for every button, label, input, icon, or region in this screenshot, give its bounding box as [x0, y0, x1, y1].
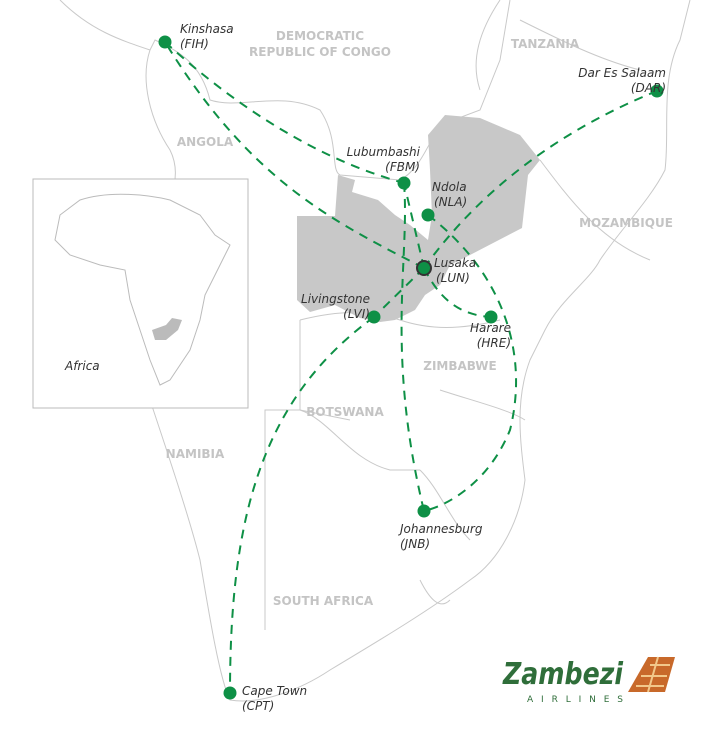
- city-jnb: Johannesburg(JNB): [398, 504, 483, 551]
- city-marker: [421, 208, 435, 222]
- city-code: (LVI): [343, 307, 370, 321]
- city-marker: [158, 35, 172, 49]
- city-marker: [417, 504, 431, 518]
- city-name: Dar Es Salaam: [578, 66, 666, 80]
- country-label-mozambique: MOZAMBIQUE: [579, 216, 673, 230]
- city-code: (DAR): [631, 81, 666, 95]
- route-lun-fbm: [403, 182, 425, 269]
- city-code: (CPT): [242, 699, 274, 713]
- logo-name: Zambezi: [502, 657, 623, 692]
- zambia-shape: [297, 115, 540, 322]
- city-code: (FIH): [180, 37, 209, 51]
- city-lvi: Livingstone(LVI): [301, 292, 381, 324]
- city-name: Kinshasa: [180, 22, 234, 36]
- city-marker: [650, 84, 664, 98]
- country-label-south-africa: SOUTH AFRICA: [273, 594, 374, 608]
- route-lun-lvi: [373, 267, 425, 318]
- route-lvi-cpt: [229, 316, 375, 694]
- city-lun: Lusaka(LUN): [416, 256, 476, 285]
- city-code: (FBM): [385, 160, 420, 174]
- city-marker: [223, 686, 237, 700]
- city-fbm: Lubumbashi(FBM): [347, 145, 421, 190]
- city-marker: [484, 310, 498, 324]
- city-marker: [367, 310, 381, 324]
- country-label-namibia: NAMIBIA: [166, 447, 225, 461]
- inset-label: Africa: [64, 359, 100, 373]
- zambezi-airlines-logo: Zambezi AIRLINES: [502, 656, 675, 705]
- country-label-zimbabwe: ZIMBABWE: [423, 359, 496, 373]
- route-fih-fbm: [164, 41, 405, 184]
- route-fbm-jnb: [400, 182, 425, 512]
- country-label-angola: ANGOLA: [177, 135, 234, 149]
- city-name: Cape Town: [242, 684, 307, 698]
- city-code: (HRE): [477, 336, 511, 350]
- africa-inset: Africa: [32, 178, 249, 409]
- logo-sub: AIRLINES: [527, 695, 623, 705]
- city-code: (NLA): [434, 195, 467, 209]
- city-fih: Kinshasa(FIH): [158, 22, 234, 51]
- city-code: (JNB): [400, 537, 430, 551]
- city-name: Johannesburg: [398, 522, 483, 536]
- city-cpt: Cape Town(CPT): [223, 684, 307, 713]
- city-name: Lubumbashi: [347, 145, 421, 159]
- country-label-botswana: BOTSWANA: [306, 405, 384, 419]
- city-marker: [416, 260, 432, 276]
- country-label-drc-2: REPUBLIC OF CONGO: [249, 45, 391, 59]
- country-label-tanzania: TANZANIA: [511, 37, 580, 51]
- route-nla-jnb: [423, 214, 517, 512]
- city-hre: Harare(HRE): [470, 310, 511, 350]
- city-name: Lusaka: [434, 256, 476, 270]
- city-dar: Dar Es Salaam(DAR): [578, 66, 666, 98]
- routes: [164, 41, 658, 694]
- city-nla: Ndola(NLA): [421, 180, 467, 222]
- city-marker: [397, 176, 411, 190]
- city-code: (LUN): [436, 271, 470, 285]
- country-label-drc: DEMOCRATIC: [276, 29, 364, 43]
- city-name: Livingstone: [301, 292, 370, 306]
- city-name: Ndola: [432, 180, 467, 194]
- city-name: Harare: [470, 321, 511, 335]
- route-lun-fih: [164, 41, 425, 269]
- route-lun-dar: [423, 90, 658, 269]
